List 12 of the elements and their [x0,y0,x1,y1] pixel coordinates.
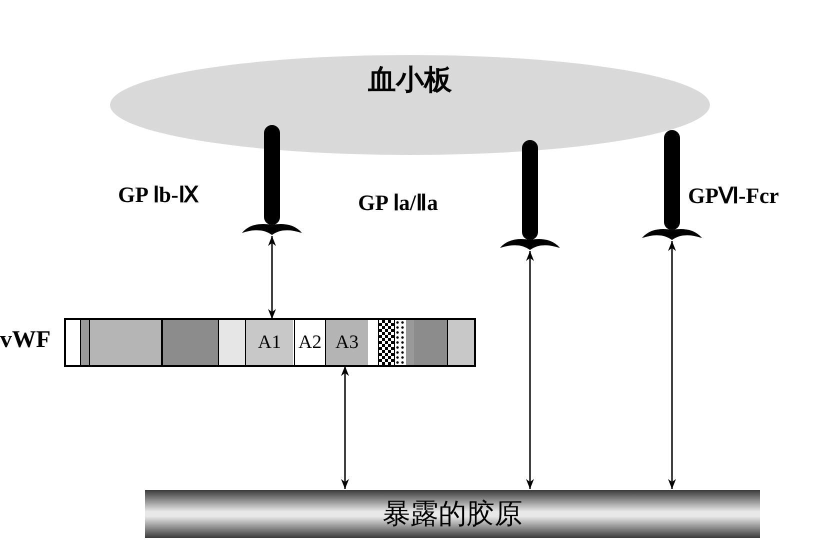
domain-segment: A1 [245,320,293,365]
receptor-label: GPⅥ-Fcr [688,183,779,209]
double-arrow [526,251,534,489]
double-arrow [668,241,676,489]
receptor-label: GP Ⅰb-Ⅸ [118,182,198,208]
double-arrow [341,366,349,489]
platelet-label: 血小板 [367,62,453,98]
collagen-label: 暴露的胶原 [382,496,522,532]
double-arrow [268,236,276,319]
domain-segment: A3 [325,320,368,365]
receptor-label: GP Ⅰa/Ⅱa [358,190,438,216]
vwf-label: vWF [0,327,51,354]
